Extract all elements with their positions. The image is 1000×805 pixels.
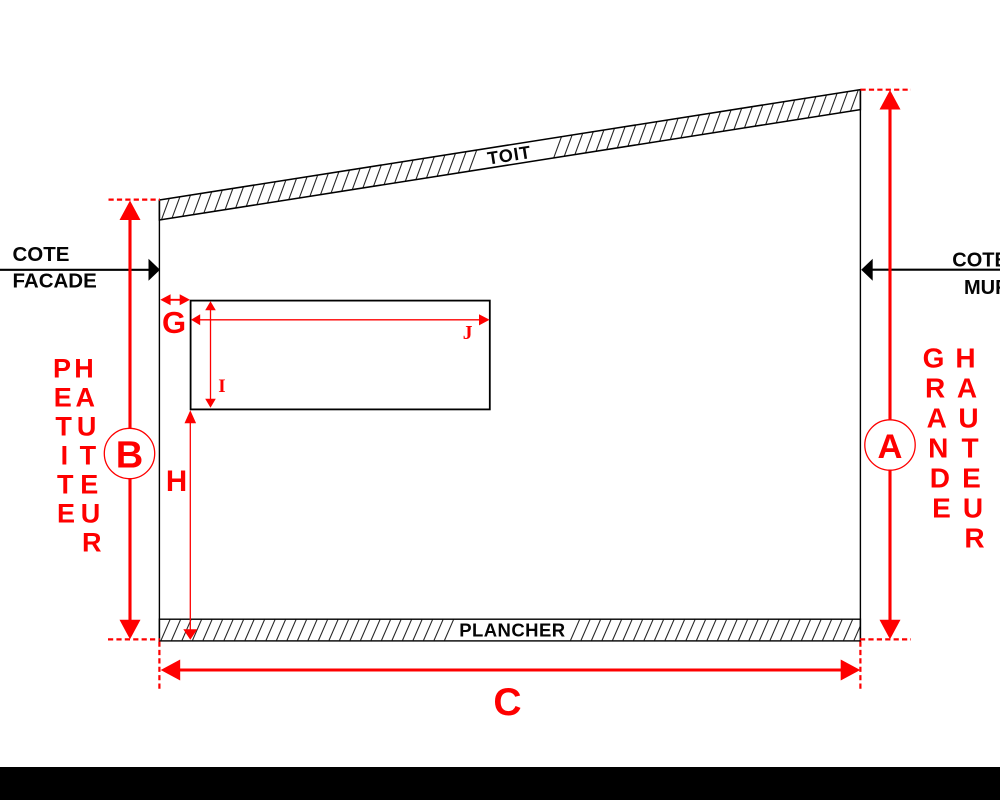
- svg-text:E: E: [80, 470, 98, 500]
- svg-text:H: H: [955, 342, 975, 373]
- svg-text:C: C: [493, 681, 521, 724]
- svg-text:T: T: [80, 441, 97, 471]
- svg-text:U: U: [958, 402, 978, 433]
- svg-text:A: A: [957, 372, 977, 403]
- svg-text:D: D: [930, 462, 950, 493]
- svg-text:U: U: [77, 412, 97, 442]
- svg-text:E: E: [54, 383, 72, 413]
- svg-text:FACADE: FACADE: [13, 270, 97, 293]
- svg-text:G: G: [162, 305, 186, 340]
- svg-text:T: T: [57, 470, 74, 500]
- svg-text:U: U: [81, 499, 101, 529]
- svg-text:A: A: [878, 428, 903, 466]
- svg-text:H: H: [166, 465, 187, 498]
- svg-text:E: E: [932, 492, 951, 523]
- svg-text:COTE: COTE: [952, 249, 1000, 271]
- svg-text:PLANCHER: PLANCHER: [459, 619, 565, 640]
- svg-text:MUR: MUR: [964, 277, 1000, 299]
- svg-text:I: I: [218, 376, 225, 397]
- svg-text:T: T: [961, 432, 978, 463]
- svg-text:G: G: [923, 342, 945, 373]
- svg-text:COTE: COTE: [13, 243, 70, 266]
- svg-text:P: P: [53, 354, 71, 384]
- svg-text:R: R: [925, 372, 945, 403]
- svg-text:J: J: [463, 323, 473, 344]
- svg-text:A: A: [76, 383, 96, 413]
- svg-text:H: H: [74, 354, 94, 384]
- svg-text:R: R: [82, 528, 102, 558]
- svg-text:A: A: [927, 402, 947, 433]
- svg-text:U: U: [963, 492, 983, 523]
- svg-text:E: E: [57, 499, 75, 529]
- svg-text:N: N: [928, 432, 948, 463]
- svg-text:B: B: [116, 435, 143, 477]
- svg-text:E: E: [962, 462, 981, 493]
- svg-text:I: I: [61, 441, 69, 471]
- svg-text:R: R: [964, 522, 984, 553]
- svg-text:T: T: [55, 412, 72, 442]
